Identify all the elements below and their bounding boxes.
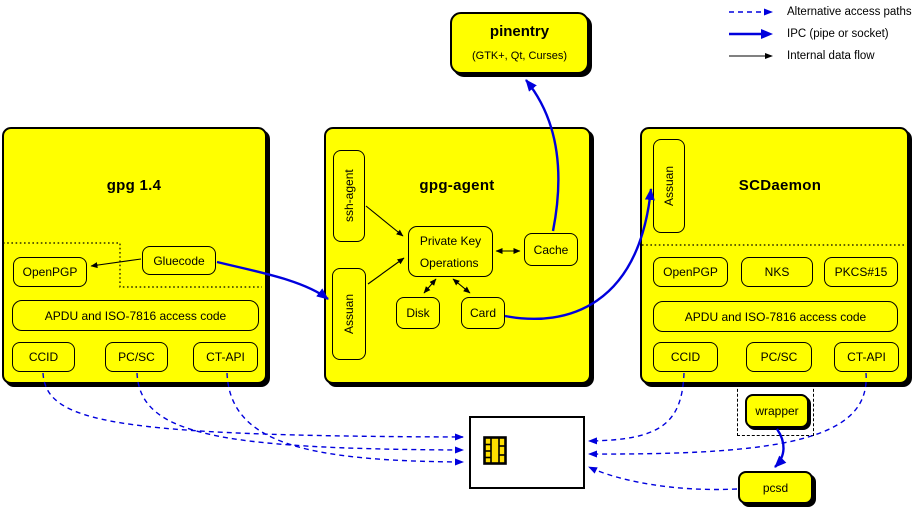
gpg14-pcsc-node: PC/SC — [105, 342, 168, 372]
pinentry-title: pinentry — [489, 23, 550, 40]
gpg14-openpgp-node: OpenPGP — [13, 257, 87, 287]
gpg-agent-ssh-agent-node: ssh-agent — [333, 150, 365, 242]
legend-row-alternative: Alternative access paths — [728, 1, 912, 23]
smartcard — [469, 416, 585, 489]
gpg-agent-private-key-ops-node: Private Key Operations — [408, 226, 493, 277]
gpg14-title: gpg 1.4 — [106, 177, 162, 194]
dashed-arrow-icon — [729, 8, 773, 16]
gpg-agent-card-node: Card — [461, 297, 505, 329]
gpg-agent-title: gpg-agent — [419, 177, 495, 194]
ipc-arrow-icon — [729, 29, 773, 39]
scdaemon-assuan-node: Assuan — [653, 139, 685, 233]
scdaemon-box — [640, 127, 909, 384]
gpg14-apdu-node: APDU and ISO-7816 access code — [12, 300, 259, 331]
pinentry-box: pinentry (GTK+, Qt, Curses) — [450, 12, 589, 74]
scdaemon-pcsc-node: PC/SC — [746, 342, 812, 372]
legend-row-internal: Internal data flow — [728, 45, 912, 67]
pko-line2: Operations — [419, 255, 479, 270]
alt-pcsd-to-smartcard — [588, 466, 738, 491]
legend-ipc-label: IPC (pipe or socket) — [787, 28, 889, 40]
pcsd-node: pcsd — [738, 471, 813, 504]
scdaemon-ctapi-node: CT-API — [834, 342, 899, 372]
gpg-agent-cache-node: Cache — [524, 233, 578, 266]
gpg-agent-assuan-node: Assuan — [332, 268, 366, 360]
scdaemon-pkcs15-node: PKCS#15 — [824, 257, 898, 287]
legend: Alternative access paths IPC (pipe or so… — [728, 1, 912, 67]
wrapper-node: wrapper — [745, 394, 809, 428]
gpg14-ctapi-node: CT-API — [193, 342, 258, 372]
alt-scdaemon-ctapi-to-smartcard — [588, 372, 867, 458]
gpg-agent-disk-node: Disk — [396, 297, 440, 329]
scdaemon-apdu-node: APDU and ISO-7816 access code — [653, 301, 898, 332]
gpg14-ccid-node: CCID — [12, 342, 75, 372]
scdaemon-nks-node: NKS — [741, 257, 813, 287]
internal-flow-arrow-icon — [729, 53, 773, 59]
scdaemon-openpgp-node: OpenPGP — [653, 257, 728, 287]
pko-line1: Private Key — [419, 233, 482, 248]
scdaemon-title: SCDaemon — [738, 177, 822, 194]
legend-internal-label: Internal data flow — [787, 50, 875, 62]
smartcard-chip-icon — [483, 436, 507, 465]
alt-gpg14-pcsc-to-smartcard — [136, 372, 464, 454]
scdaemon-ccid-node: CCID — [653, 342, 718, 372]
pinentry-subtitle: (GTK+, Qt, Curses) — [471, 50, 568, 62]
legend-alternative-label: Alternative access paths — [787, 6, 912, 18]
gpg14-gluecode-node: Gluecode — [142, 246, 216, 275]
alt-gpg14-ctapi-to-smartcard — [226, 372, 464, 466]
legend-row-ipc: IPC (pipe or socket) — [728, 23, 912, 45]
